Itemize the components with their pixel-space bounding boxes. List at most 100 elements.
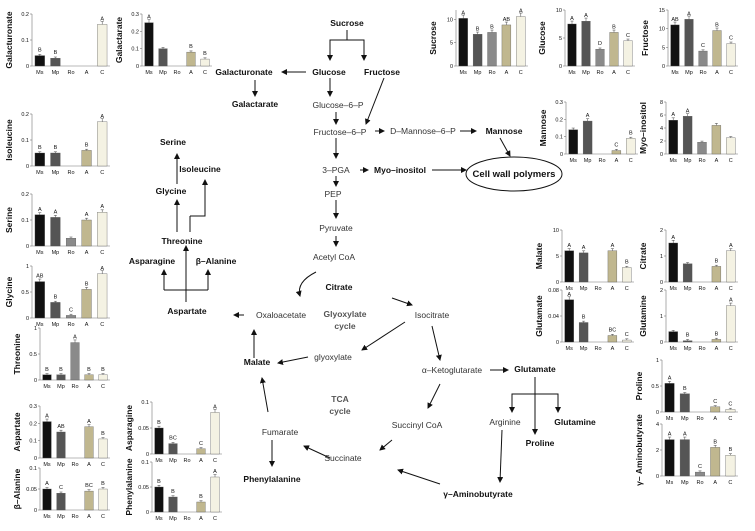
chart-category-label: A xyxy=(715,346,719,352)
node-aspartate: Aspartate xyxy=(167,306,206,316)
chart-category-label: Ro xyxy=(698,286,705,292)
node-malate: Malate xyxy=(244,357,271,367)
chart-category-label: Ms xyxy=(566,346,574,352)
chart-ytick-label: 0 xyxy=(34,508,37,514)
chart-ytick-label: 0.3 xyxy=(29,404,37,410)
arrow-glutamate-glutamine xyxy=(535,393,561,413)
chart-ytick-label: 0 xyxy=(34,456,37,462)
chart-sig-label: B xyxy=(171,489,175,495)
chart-ytick-label: 0 xyxy=(146,452,149,458)
chart-ytick-label: 0 xyxy=(660,152,663,158)
arrow-isocitrate-akg xyxy=(431,325,442,361)
node-glutamate: Glutamate xyxy=(514,364,556,374)
chart-category-label: Mp xyxy=(52,322,60,328)
chart-bar-c xyxy=(516,16,526,67)
chart-bar-a xyxy=(611,150,622,155)
node-tca-cycle-line1: TCA xyxy=(331,394,348,404)
chart-sig-label: A xyxy=(100,204,104,210)
chart-sig-label: A xyxy=(729,298,733,304)
chart-category-label: A xyxy=(715,70,719,76)
chart-bar-ms xyxy=(664,383,675,413)
chart-sig-label: A xyxy=(100,16,104,22)
chart-category-label: Ro xyxy=(67,322,74,328)
chart-sig-label: B xyxy=(199,494,203,500)
chart-bar-mp xyxy=(679,393,690,413)
chart-sig-label: A xyxy=(147,15,151,21)
chart-sig-label: B xyxy=(686,333,690,339)
arrow-citrate-isocitrate xyxy=(391,297,413,307)
chart-sig-label: C xyxy=(199,441,203,447)
node-g6p: Glucose–6–P xyxy=(312,100,363,110)
chart-category-label: Ms xyxy=(155,458,163,464)
chart-bar-c xyxy=(622,339,632,343)
chart-sig-label: A xyxy=(586,113,590,119)
chart-category-label: A xyxy=(189,70,193,76)
chart-category-label: A xyxy=(87,384,91,390)
node-sucrose: Sucrose xyxy=(330,18,364,28)
chart-sig-label: A xyxy=(668,375,672,381)
chart-bar-mp xyxy=(682,263,693,283)
chart-bar-mp xyxy=(56,493,66,511)
chart-sig-label: B xyxy=(54,294,58,300)
chart-sig-label: C xyxy=(701,43,705,49)
chart-category-label: Mp xyxy=(159,70,167,76)
chart-bar-ms xyxy=(154,427,164,455)
node-mannose: Mannose xyxy=(486,126,523,136)
chart-sig-label: B xyxy=(157,420,161,426)
chart-category-label: A xyxy=(85,70,89,76)
chart-category-label: Mp xyxy=(681,480,689,486)
chart-ytick-label: 0 xyxy=(146,510,149,516)
chart-ytick-label: 0 xyxy=(26,164,29,170)
chart-ytick-label: 2 xyxy=(660,228,663,234)
chart-sig-label: AB xyxy=(36,274,44,280)
chart-sig-label: B xyxy=(101,367,105,373)
chart-bar-mp xyxy=(581,21,591,67)
arrow-succinyl-succinate xyxy=(379,439,393,451)
chart-category-label: Ms xyxy=(43,462,51,468)
chart-category-label: Ro xyxy=(71,514,78,520)
chart-bar-ms xyxy=(664,439,675,477)
chart-sig-label: B xyxy=(715,23,719,29)
arrow-arginine-gaba xyxy=(497,429,504,483)
chart-category-label: A xyxy=(611,346,615,352)
chart-sig-label: A xyxy=(671,112,675,118)
chart-sig-label: B xyxy=(203,51,207,57)
chart-ytick-label: 0 xyxy=(559,64,562,70)
chart-category-label: Ro xyxy=(71,462,78,468)
chart-bar-c xyxy=(98,488,108,511)
chart-ytick-label: 0.5 xyxy=(651,384,659,390)
chart-bar-ms xyxy=(668,120,678,155)
chart-ytick-label: 0 xyxy=(660,280,663,286)
chart-sig-label: B xyxy=(85,281,89,287)
chart-bar-mp xyxy=(56,431,66,459)
node-citrate: Citrate xyxy=(326,282,353,292)
chart-bar-ms xyxy=(154,486,164,513)
chart-bar-a xyxy=(609,32,619,67)
chart-bar-c xyxy=(725,409,736,413)
chart-category-label: Mp xyxy=(685,70,693,76)
chart-bar-a xyxy=(711,125,722,155)
chart-sig-label: B xyxy=(476,26,480,32)
chart-bar-c xyxy=(210,412,220,455)
chart-bar-ro xyxy=(698,50,708,67)
chart-ytick-label: 0.3 xyxy=(131,12,139,18)
chart-ytick-label: 2 xyxy=(656,448,659,454)
chart-sig-label: AB xyxy=(503,17,511,23)
chart-bar-a xyxy=(196,448,206,455)
node-isoleucine: Isoleucine xyxy=(179,164,221,174)
arrow-fumarate-malate xyxy=(259,377,269,413)
chart-bar-a xyxy=(711,339,722,343)
chart-sig-label: A xyxy=(671,235,675,241)
chart-sig-label: B xyxy=(715,331,719,337)
chart-category-label: A xyxy=(85,322,89,328)
chart-ytick-label: 5 xyxy=(556,254,559,260)
arrow-akg-succinyl xyxy=(427,383,441,409)
chart-bar-a xyxy=(712,30,722,67)
chart-bar-c xyxy=(726,250,736,283)
chart-category-label: Ro xyxy=(67,70,74,76)
node-threonine: Threonine xyxy=(161,236,202,246)
chart-ytick-label: 2 xyxy=(660,288,663,294)
